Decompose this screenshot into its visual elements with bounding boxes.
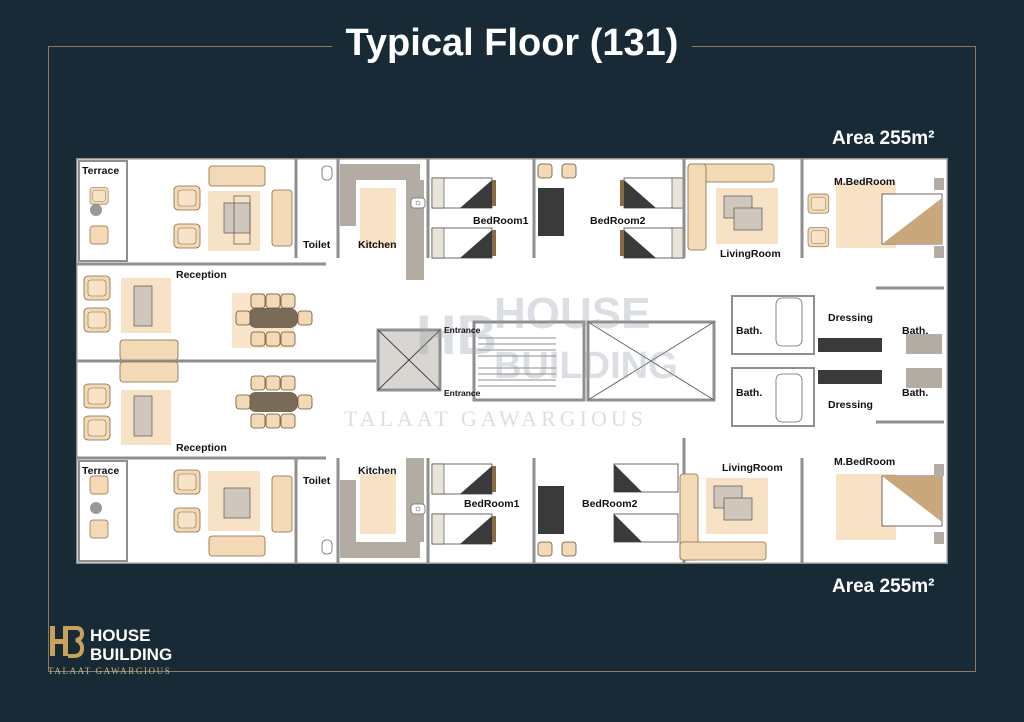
room-label-reception-bottom: Reception — [176, 442, 227, 454]
room-label-toilet-top: Toilet — [303, 239, 331, 251]
watermark-logo-icon: HB — [416, 303, 497, 366]
room-label-terrace-bottom: Terrace — [82, 465, 119, 477]
room-label-bath2-bottom: Bath. — [902, 387, 928, 399]
room-label-bath-bottom: Bath. — [736, 387, 762, 399]
room-label-bedroom1-bottom: BedRoom1 — [464, 498, 520, 510]
watermark-brand-2: BUILDING — [494, 345, 678, 387]
room-label-living-top: LivingRoom — [720, 248, 781, 260]
room-label-reception-top: Reception — [176, 269, 227, 281]
room-label-bedroom1-top: BedRoom1 — [473, 215, 529, 227]
room-label-bedroom2-bottom: BedRoom2 — [582, 498, 638, 510]
room-label-bedroom2-top: BedRoom2 — [590, 215, 646, 227]
room-label-dressing-bottom: Dressing — [828, 399, 873, 411]
room-label-kitchen-bottom: Kitchen — [358, 465, 397, 477]
area-label-top: Area 255m² — [832, 128, 935, 149]
room-label-entrance-bottom: Entrance — [444, 388, 481, 398]
logo-tagline: TALAAT GAWARGIOUS — [48, 666, 172, 676]
logo-text-house: HOUSE — [90, 626, 151, 645]
watermark: HB HOUSE BUILDING TALAAT GAWARGIOUS — [344, 289, 678, 431]
room-label-bath2-top: Bath. — [902, 325, 928, 337]
page-title: Typical Floor (131) — [331, 22, 693, 65]
title-bar: Typical Floor (131) — [0, 22, 1024, 65]
room-label-master-top: M.BedRoom — [834, 176, 895, 188]
hb-monogram-icon — [50, 626, 84, 658]
logo-text-building: BUILDING — [90, 645, 173, 664]
watermark-brand-1: HOUSE — [494, 289, 650, 338]
room-label-toilet-bottom: Toilet — [303, 475, 331, 487]
room-label-master-bottom: M.BedRoom — [834, 456, 895, 468]
room-label-kitchen-top: Kitchen — [358, 239, 397, 251]
room-label-bath-top: Bath. — [736, 325, 762, 337]
floor-plan: HB HOUSE BUILDING TALAAT GAWARGIOUS Terr… — [76, 158, 948, 564]
room-label-entrance-top: Entrance — [444, 325, 481, 335]
room-label-dressing-top: Dressing — [828, 312, 873, 324]
room-label-living-bottom: LivingRoom — [722, 462, 783, 474]
area-label-bottom: Area 255m² — [832, 576, 935, 597]
room-label-terrace-top: Terrace — [82, 165, 119, 177]
watermark-tagline: TALAAT GAWARGIOUS — [344, 406, 647, 431]
